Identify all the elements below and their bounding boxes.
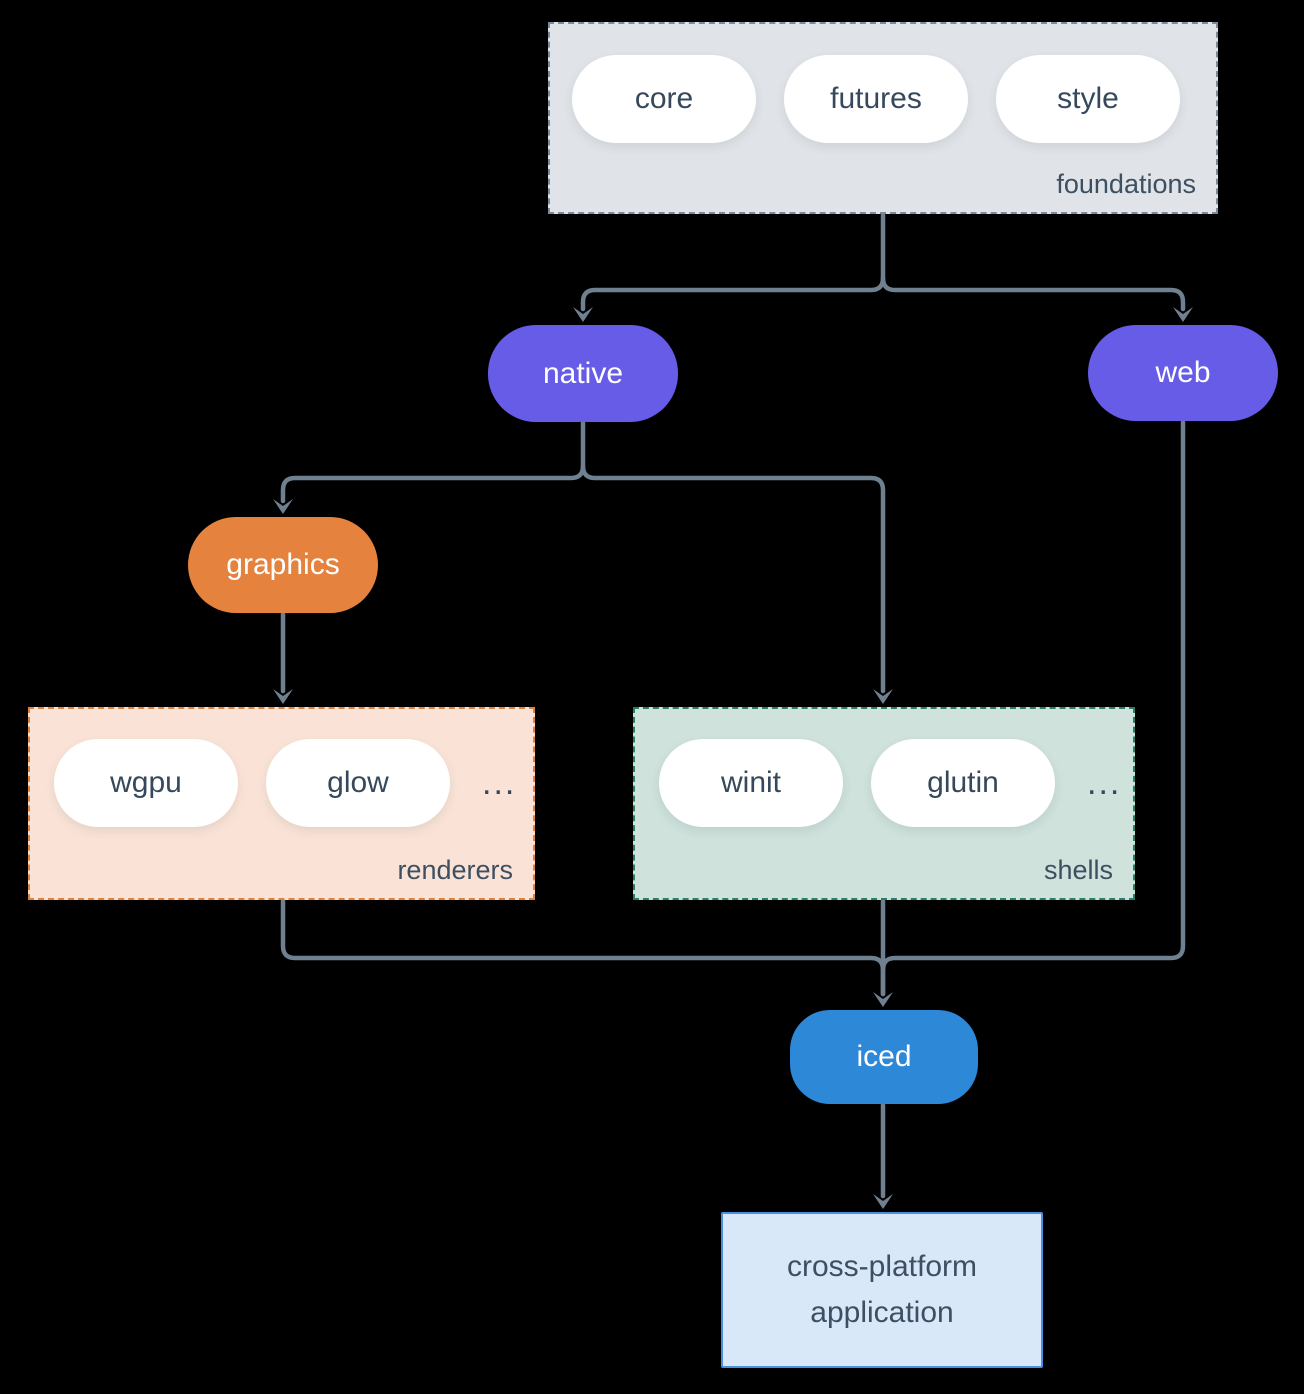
shells-ellipsis: ... <box>1087 763 1122 802</box>
arrowhead-native <box>573 307 593 322</box>
node-glow: glow <box>266 739 450 827</box>
node-wgpu: wgpu <box>54 739 238 827</box>
connector-foundations-native <box>580 212 886 312</box>
group-renderers: wgpu glow ... renderers <box>28 707 535 900</box>
connector-native-graphics <box>280 420 586 504</box>
node-futures: futures <box>784 55 968 143</box>
node-native: native <box>488 325 678 422</box>
node-web: web <box>1088 325 1278 421</box>
group-label-shells: shells <box>1043 855 1113 885</box>
node-core: core <box>572 55 756 143</box>
renderers-pill-row: wgpu glow ... <box>54 739 516 827</box>
arrowhead-iced <box>873 992 893 1007</box>
node-graphics: graphics <box>188 517 378 613</box>
node-style: style <box>996 55 1180 143</box>
group-shells: winit glutin ... shells <box>633 707 1135 900</box>
application-label-line2: application <box>810 1296 954 1329</box>
arrowhead-shells <box>873 689 893 704</box>
shells-pill-row: winit glutin ... <box>659 739 1121 827</box>
arrowhead-graphics <box>273 499 293 514</box>
group-foundations: core futures style foundations <box>548 22 1218 214</box>
connector-renderers-iced <box>280 898 886 997</box>
node-glutin: glutin <box>871 739 1055 827</box>
node-cross-platform-application: cross-platform application <box>721 1212 1043 1368</box>
group-label-foundations: foundations <box>1056 169 1196 199</box>
connector-native-shells <box>580 463 886 694</box>
group-label-renderers: renderers <box>397 855 513 885</box>
arrowhead-renderers <box>273 689 293 704</box>
connector-foundations-web <box>880 275 1186 312</box>
arrowhead-web <box>1173 307 1193 322</box>
node-winit: winit <box>659 739 843 827</box>
node-iced: iced <box>790 1010 978 1104</box>
renderers-ellipsis: ... <box>482 763 517 802</box>
application-label-line1: cross-platform <box>786 1249 978 1283</box>
arrowhead-application <box>873 1194 893 1209</box>
foundations-pill-row: core futures style <box>572 55 1180 143</box>
